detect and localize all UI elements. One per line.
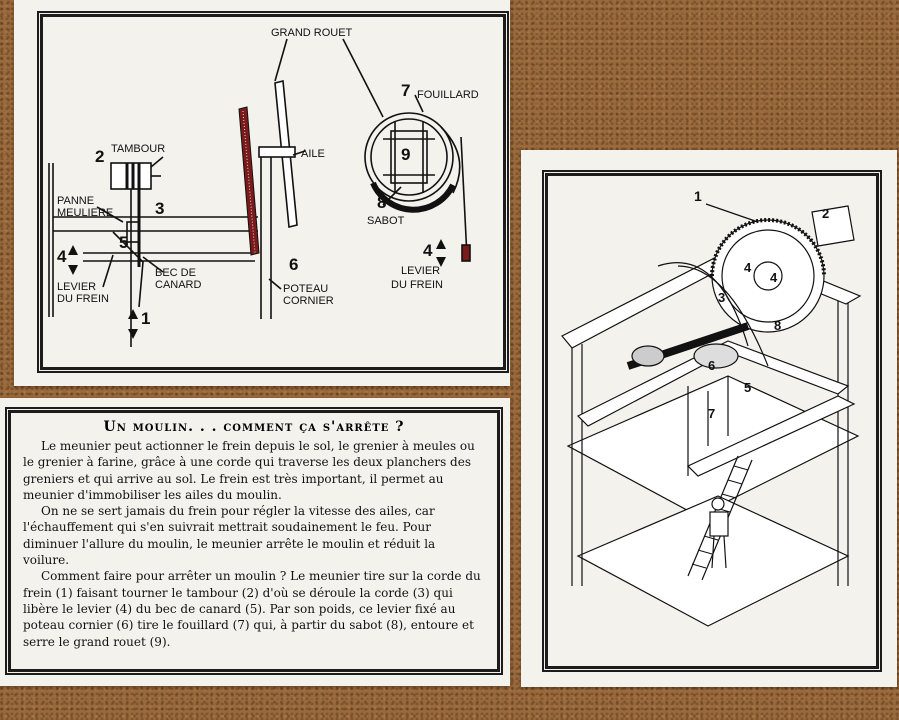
label-poteau: POTEAU	[283, 283, 329, 295]
isometric-card: 1 2 3 4 4 5 6 7 8	[521, 150, 897, 687]
iso-number-1: 1	[694, 188, 702, 204]
label-bec-de: BEC DE	[155, 267, 196, 279]
explanation-card: Un moulin. . . comment ça s'arrête ? Le …	[0, 398, 510, 686]
label-levier-left: LEVIER	[57, 281, 97, 293]
brake-diagram-card: GRAND ROUET FOUILLARD TAMBOUR AILE PANNE…	[14, 0, 510, 386]
label-fouillard: FOUILLARD	[417, 89, 479, 101]
number-1: 1	[141, 309, 151, 328]
label-canard: CANARD	[155, 279, 202, 291]
number-4-left: 4	[57, 247, 67, 266]
iso-number-2: 2	[822, 206, 830, 221]
explanation-title: Un moulin. . . comment ça s'arrête ?	[103, 419, 405, 435]
number-9: 9	[401, 145, 411, 164]
iso-number-5: 5	[744, 380, 752, 395]
number-6: 6	[289, 255, 299, 274]
iso-number-3: 3	[718, 290, 726, 305]
label-cornier: CORNIER	[283, 295, 334, 307]
label-grand-rouet: GRAND ROUET	[271, 27, 353, 39]
number-2: 2	[95, 147, 105, 166]
number-8: 8	[377, 193, 387, 212]
number-5: 5	[119, 233, 129, 252]
brake-diagram-frame: GRAND ROUET FOUILLARD TAMBOUR AILE PANNE…	[40, 14, 506, 370]
label-panne: PANNE	[57, 195, 95, 207]
label-du-frein-right: DU FREIN	[391, 279, 443, 291]
label-sabot: SABOT	[367, 215, 405, 227]
iso-number-7: 7	[708, 406, 716, 421]
paragraph-3: Comment faire pour arrêter un moulin ? L…	[23, 569, 481, 649]
label-meuliere: MEULIERE	[57, 207, 114, 219]
paragraph-1: Le meunier peut actionner le frein depui…	[23, 439, 475, 502]
label-tambour: TAMBOUR	[111, 143, 166, 155]
iso-number-8: 8	[774, 318, 782, 333]
brake-diagram-drawing	[48, 38, 471, 347]
number-4-right: 4	[423, 241, 433, 260]
isometric-drawing	[561, 203, 862, 627]
iso-number-4b: 4	[770, 270, 778, 285]
label-levier-right: LEVIER	[401, 265, 441, 277]
number-3: 3	[155, 199, 165, 218]
paragraph-2: On ne se sert jamais du frein pour régle…	[23, 504, 436, 568]
number-7: 7	[401, 81, 411, 100]
label-aile: AILE	[301, 148, 325, 160]
iso-number-4a: 4	[744, 260, 752, 275]
explanation-body: Le meunier peut actionner le frein depui…	[11, 438, 497, 650]
label-du-frein-left: DU FREIN	[57, 293, 109, 305]
isometric-frame: 1 2 3 4 4 5 6 7 8	[545, 173, 879, 669]
iso-number-6: 6	[708, 358, 716, 373]
explanation-frame: Un moulin. . . comment ça s'arrête ? Le …	[8, 410, 500, 672]
